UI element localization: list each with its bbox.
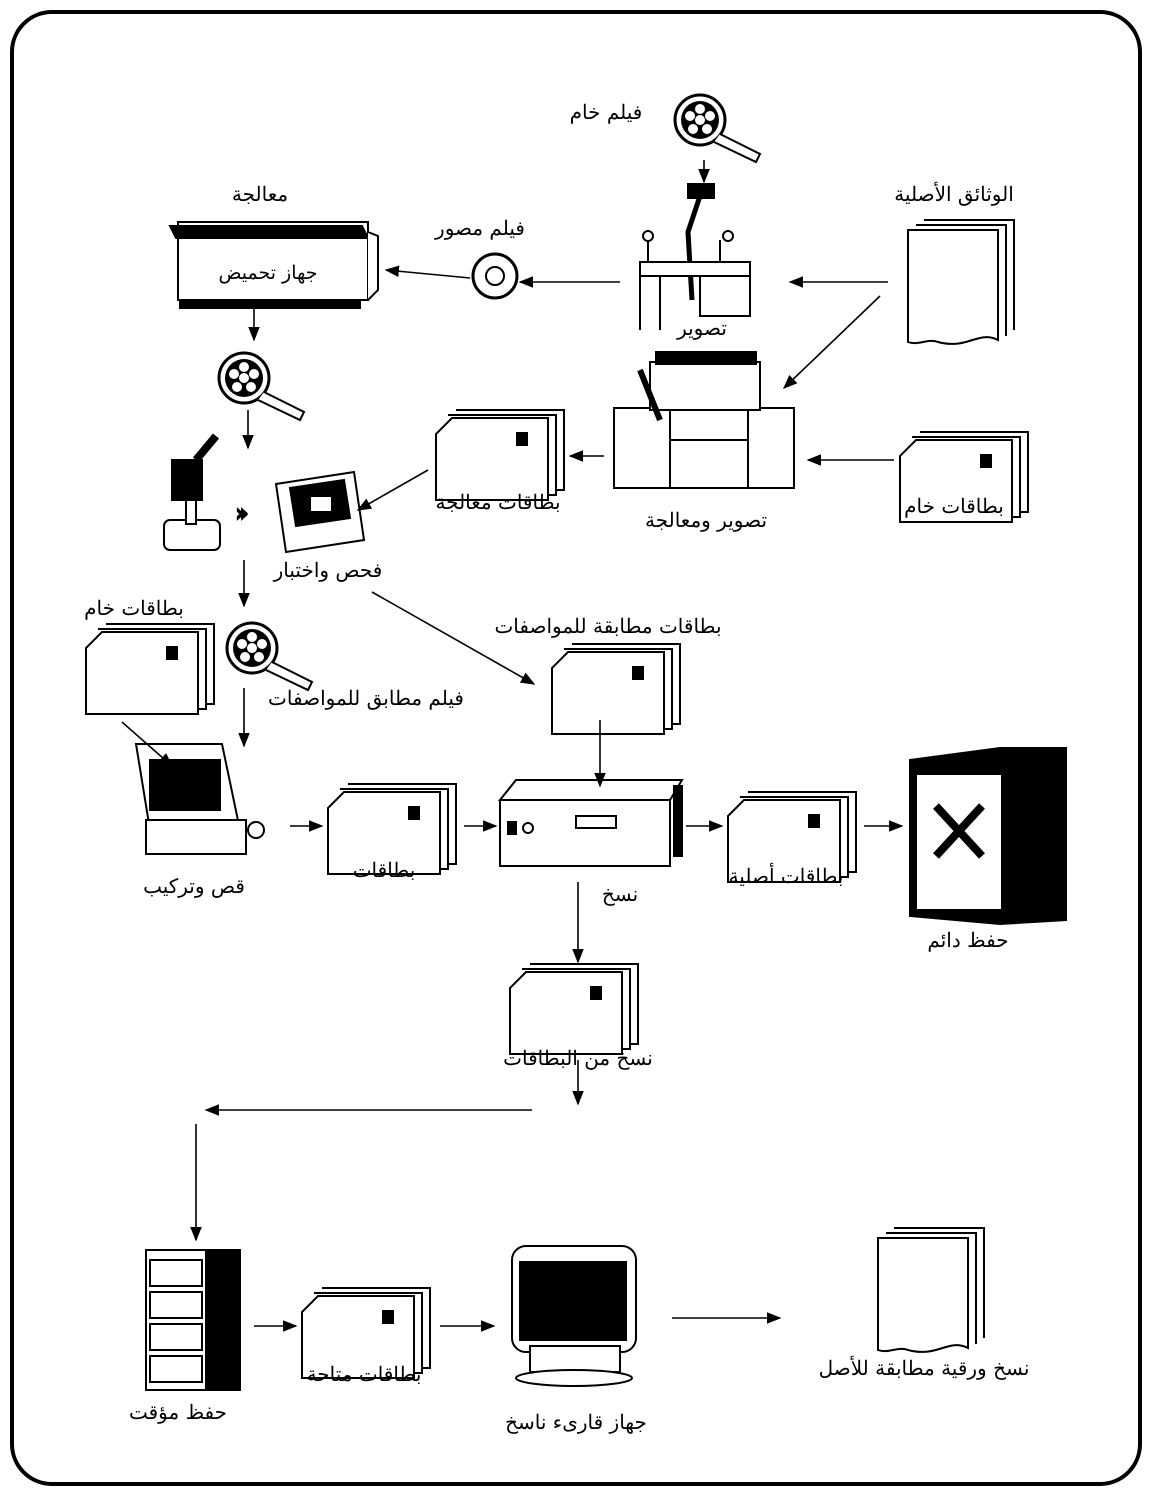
developer-device-icon: [168, 221, 379, 309]
label-card-copies: نسخ من البطاقات: [503, 1046, 653, 1070]
outer-frame: [10, 10, 1142, 1486]
label-raw-film: فيلم خام: [569, 100, 643, 124]
label-inspection-testing: فحص واختبار: [273, 558, 383, 582]
flow-arrows: [121, 160, 904, 1332]
label-exposed-film: فيلم مصور: [435, 216, 525, 240]
label-original-documents: الوثائق الأصلية: [894, 182, 1014, 206]
label-temporary-storage: حفظ مؤقت: [128, 1400, 228, 1424]
processed-film-reel-icon: [217, 351, 306, 422]
label-processed-cards: بطاقات معالجة: [435, 490, 561, 514]
conforming-cards-icon: [551, 643, 681, 735]
filming-camera-icon: [639, 183, 751, 330]
paper-copies-icon: [877, 1227, 985, 1353]
label-filming: تصوير: [677, 316, 727, 340]
label-conforming-film: فيلم مطابق للمواصفات: [268, 686, 464, 710]
label-cards: بطاقات: [352, 858, 416, 882]
label-raw-cards-top: بطاقات خام: [904, 494, 1004, 518]
label-cutting-mounting: قص وتركيب: [143, 874, 245, 898]
reader-printer-icon: [511, 1245, 637, 1387]
label-available-cards: بطاقات متاحة: [306, 1362, 422, 1386]
label-filming-and-processing: تصوير ومعالجة: [644, 508, 768, 532]
safe-icon: [909, 747, 1067, 926]
card-copies-icon: [509, 963, 639, 1055]
processed-cards-icon: [435, 409, 565, 501]
duplicator-icon: [497, 779, 684, 867]
label-processing: معالجة: [231, 182, 289, 206]
label-permanent-storage: حفظ دائم: [927, 928, 1009, 952]
conforming-film-reel-icon: [225, 621, 314, 692]
filming-processing-machine-icon: [613, 351, 795, 489]
label-raw-cards-left: بطاقات خام: [84, 596, 184, 620]
cutting-mounting-device-icon: [134, 743, 265, 855]
original-documents-icon: [907, 219, 1015, 345]
label-conforming-cards: بطاقات مطابقة للمواصفات: [494, 614, 722, 638]
label-duplication: نسخ: [601, 882, 639, 906]
label-developer-device: جهاز تحميض: [218, 262, 318, 284]
label-reader-printer: جهاز قارىء ناسخ: [505, 1410, 647, 1434]
raw-cards-left-icon: [85, 623, 215, 715]
filing-cabinet-icon: [145, 1249, 241, 1391]
inspection-device-icon: [274, 470, 366, 554]
microscope-icon: »: [163, 433, 249, 551]
svg-text:»: »: [236, 501, 248, 525]
exposed-film-icon: [471, 252, 519, 300]
label-original-cards: بطاقات أصلية: [728, 864, 844, 888]
label-paper-copies: نسخ ورقية مطابقة للأصل: [818, 1356, 1030, 1380]
raw-film-reel-icon: [673, 93, 762, 164]
